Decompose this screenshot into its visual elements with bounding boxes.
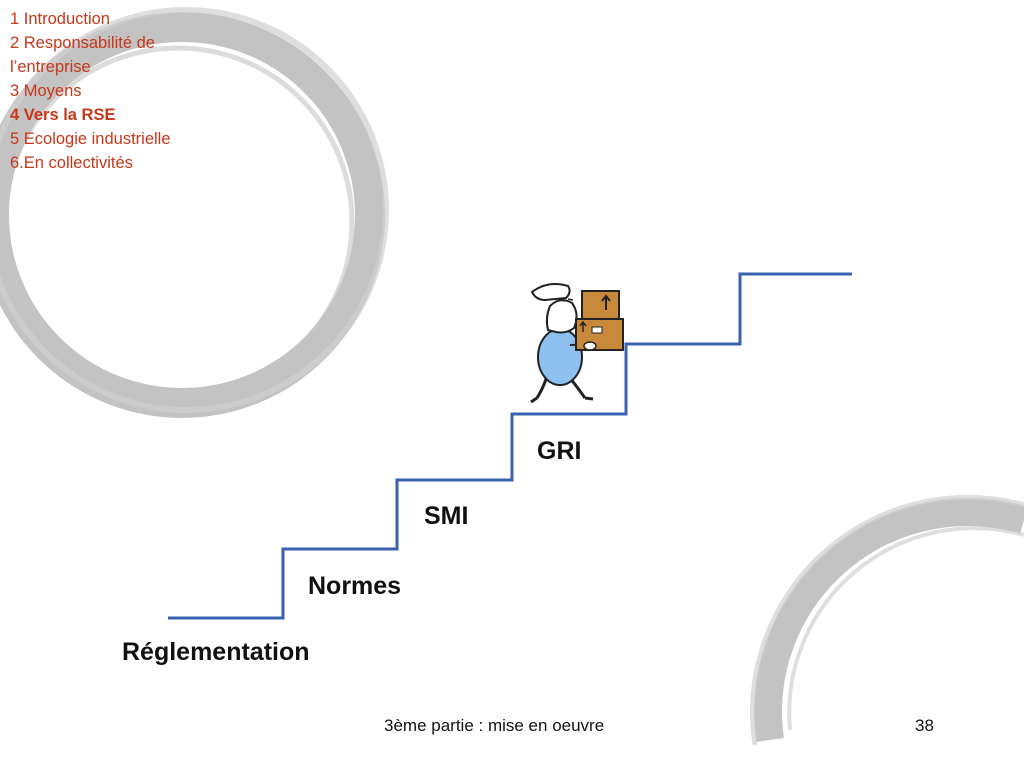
table-of-contents: 1 Introduction 2 Responsabilité de l’ent…	[10, 7, 210, 175]
toc-item-moyens: 3 Moyens	[10, 82, 82, 100]
step-label-reglementation: Réglementation	[122, 638, 310, 666]
box-top	[581, 290, 620, 320]
page-number: 38	[915, 716, 934, 735]
toc-item-vers-la-rse: 4 Vers la RSE	[10, 106, 116, 124]
delivery-man-illustration	[530, 283, 624, 404]
step-label-gri: GRI	[537, 437, 582, 465]
staircase-line	[168, 272, 852, 620]
brush-circle-top-left	[0, 7, 389, 418]
step-label-normes: Normes	[308, 572, 402, 600]
toc-item-ecologie: 5 Ecologie industrielle	[10, 130, 171, 148]
toc-item-introduction: 1 Introduction	[10, 10, 110, 28]
toc-item-collectivites: 6.En collectivités	[10, 154, 133, 172]
footer-title: 3ème partie : mise en oeuvre	[384, 716, 605, 735]
toc-item-responsabilite: 2 Responsabilité de l’entreprise	[10, 34, 155, 76]
brush-circle-bottom-right	[750, 494, 1024, 746]
step-label-smi: SMI	[424, 502, 469, 530]
figure-cap	[530, 283, 571, 302]
